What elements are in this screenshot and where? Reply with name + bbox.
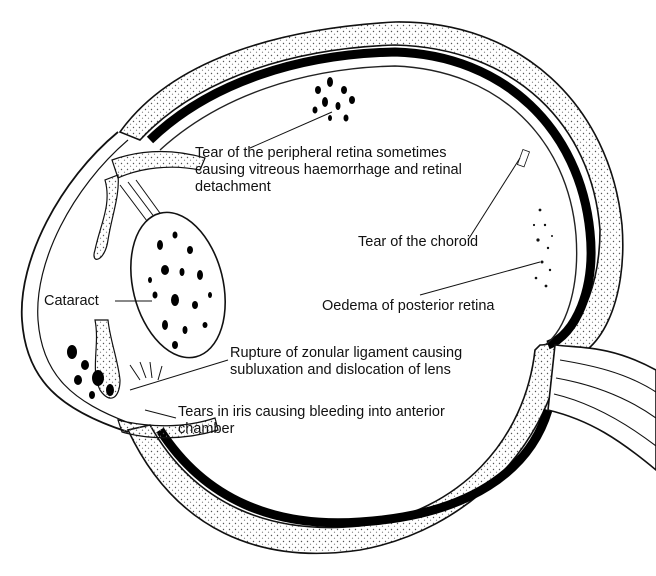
- iris-tears-label: Tears in iris causing bleeding into ante…: [178, 404, 445, 438]
- choroid-tear-label: Tear of the choroid: [358, 234, 478, 251]
- posterior-oedema-label: Oedema of posterior retina: [322, 298, 494, 315]
- cataract-label: Cataract: [44, 293, 99, 310]
- lens-cataract: [116, 202, 239, 367]
- zonular-rupture-label: Rupture of zonular ligament causing subl…: [230, 345, 462, 379]
- iris-upper: [94, 175, 118, 259]
- posterior-oedema: [533, 209, 553, 288]
- ciliary-body-upper: [112, 151, 205, 178]
- vitreous-haemorrhage: [313, 77, 356, 122]
- peripheral-retina-tear-label: Tear of the peripheral retina sometimes …: [195, 145, 462, 196]
